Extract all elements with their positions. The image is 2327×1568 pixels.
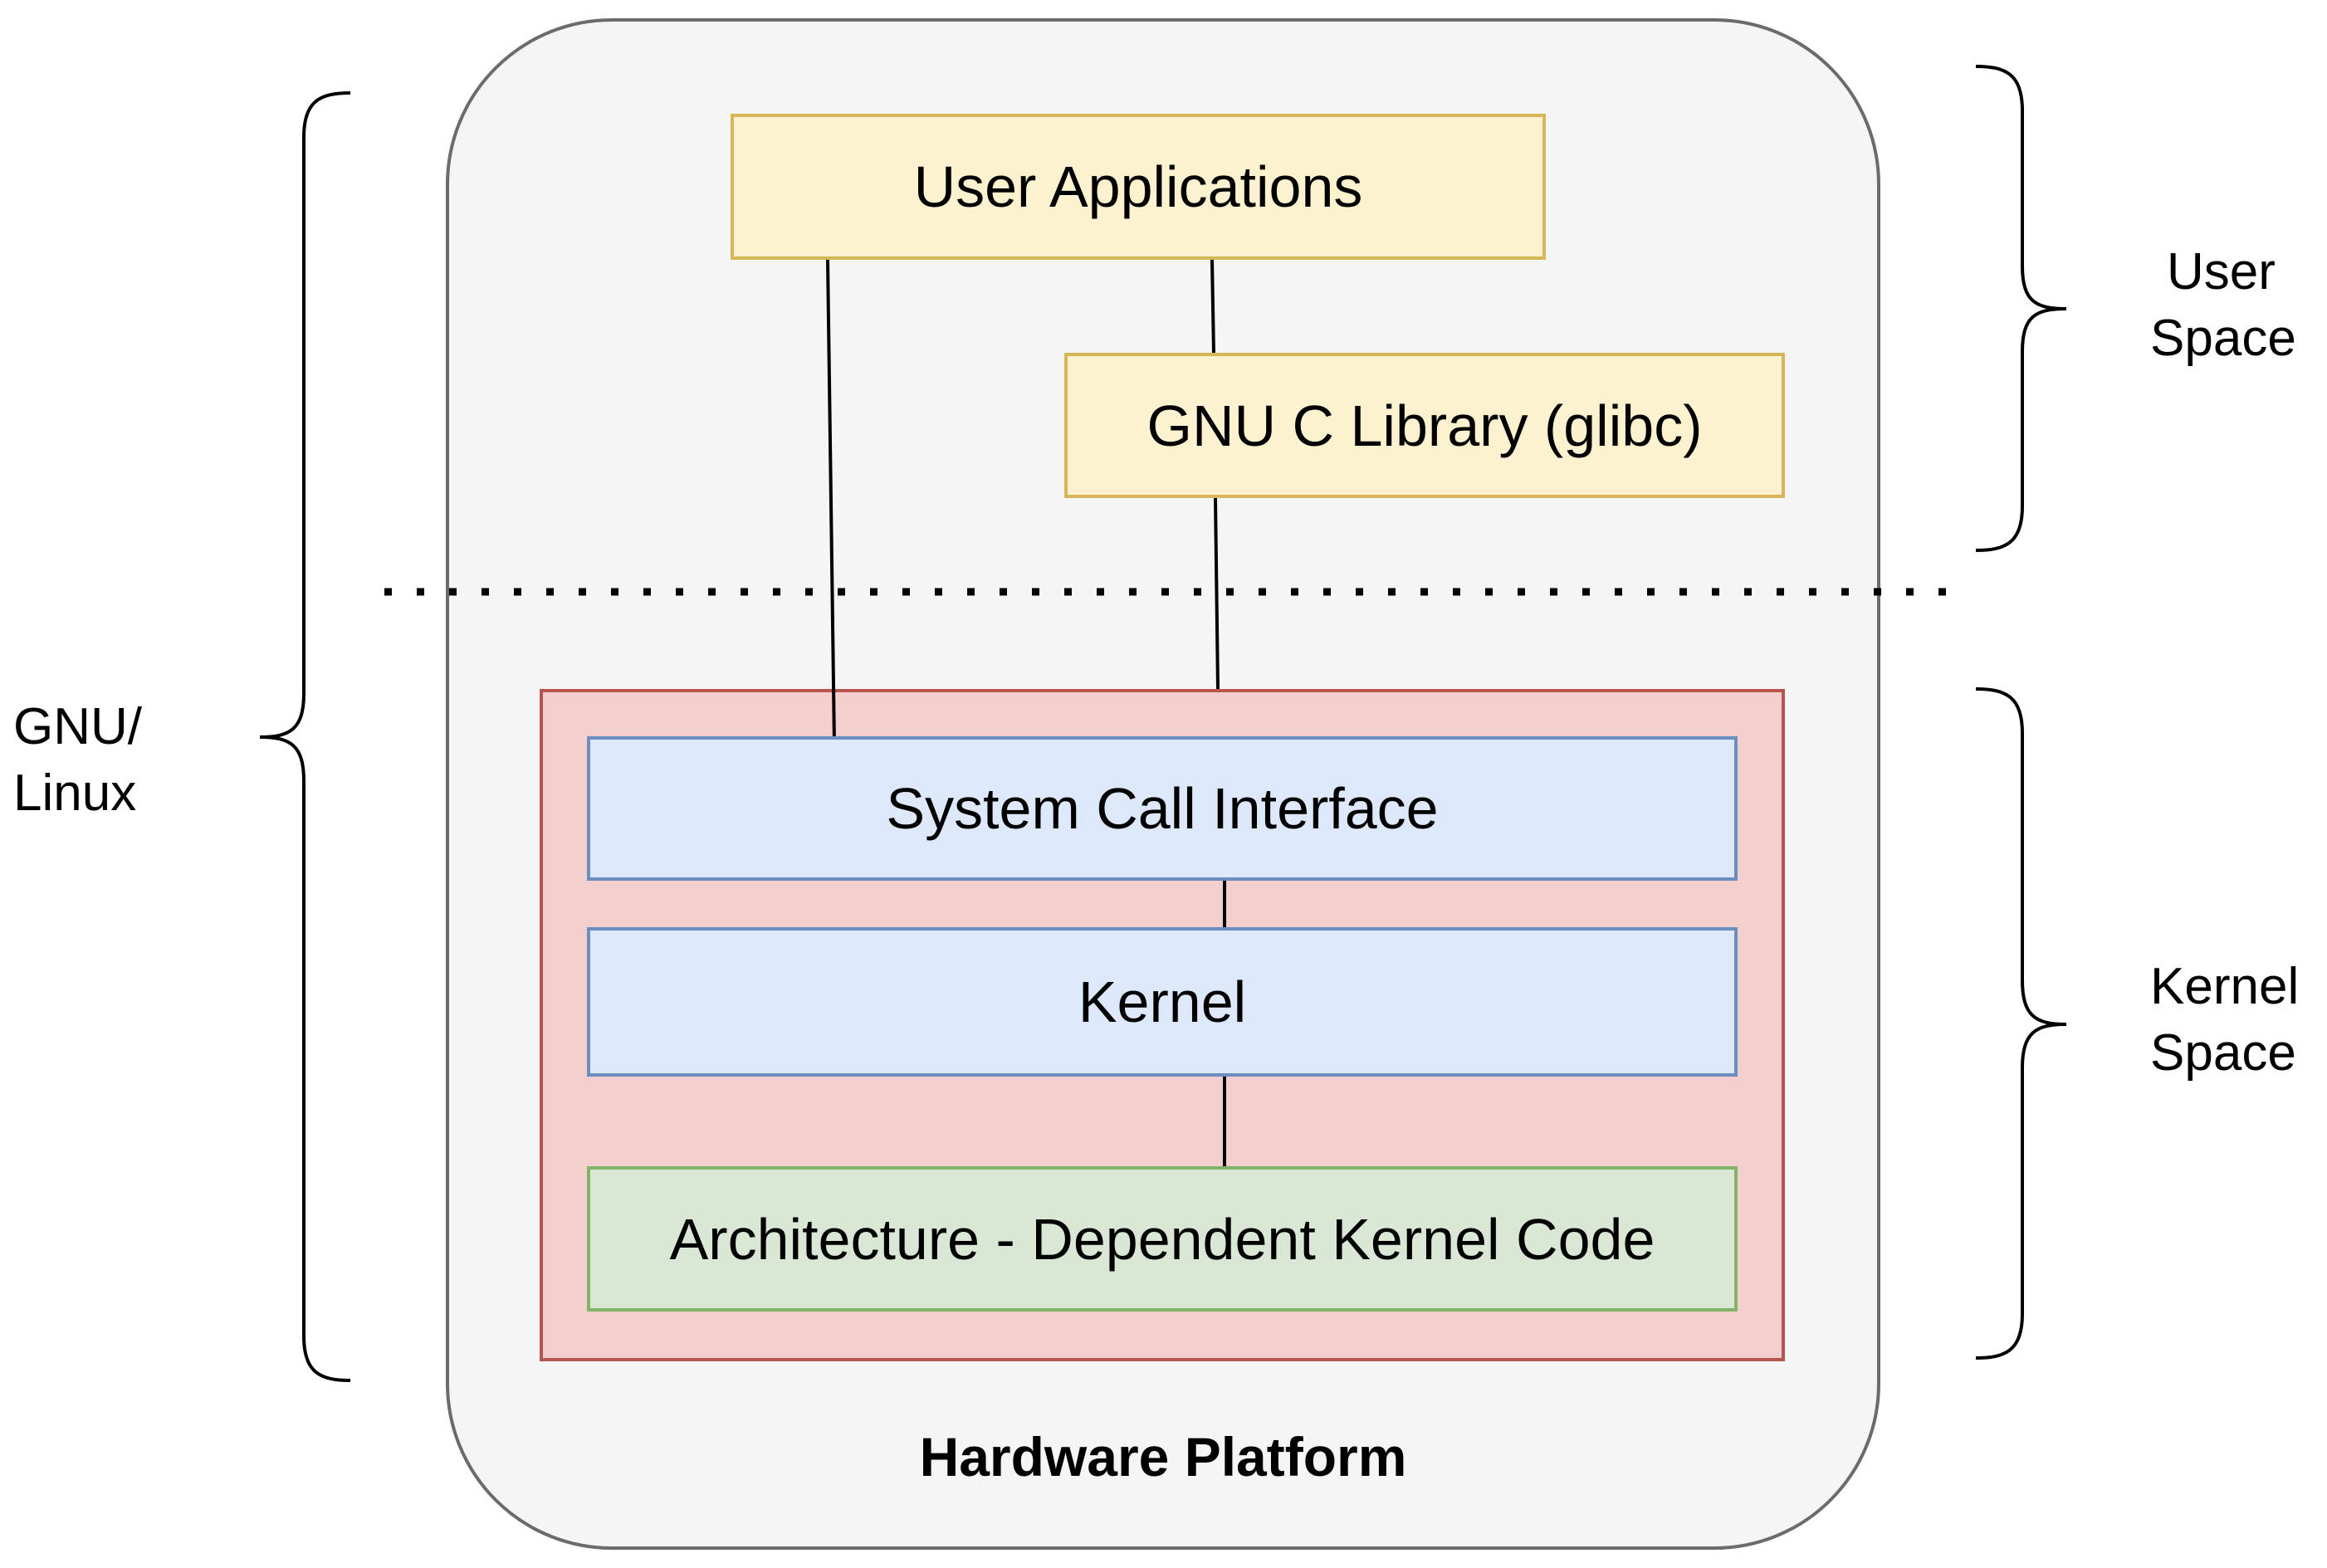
connector-glibc-to-kernel-space <box>1214 497 1220 690</box>
glibc-box: GNU C Library (glibc) <box>1064 353 1785 498</box>
user-space-brace <box>1975 65 2067 552</box>
user-space-label-line-2: Space <box>2150 310 2296 367</box>
architecture-dependent-kernel-code-box: Architecture - Dependent Kernel Code <box>587 1166 1738 1312</box>
user-space-label-line-1: User <box>2167 243 2276 300</box>
gnu-linux-label-line-1: GNU/ <box>13 698 142 755</box>
gnu-linux-label-line-2: Linux <box>13 764 137 822</box>
system-call-interface-box: System Call Interface <box>587 736 1738 881</box>
kernel-space-label-line-1: Kernel <box>2150 958 2300 1015</box>
connector-apps-to-glibc <box>1210 259 1215 354</box>
kernel-space-label-line-2: Space <box>2150 1024 2296 1082</box>
connector-apps-to-syscall <box>826 259 836 746</box>
gnu-linux-brace <box>259 91 351 1382</box>
gnu-linux-label: GNU/ Linux <box>13 694 142 827</box>
kernel-space-label: Kernel Space <box>2150 954 2299 1087</box>
kernel-space-brace <box>1975 687 2067 1360</box>
hardware-platform-label: Hardware Platform <box>919 1426 1407 1487</box>
kernel-box: Kernel <box>587 927 1738 1077</box>
user-applications-box: User Applications <box>731 114 1546 260</box>
user-space-label: User Space <box>2150 239 2296 372</box>
